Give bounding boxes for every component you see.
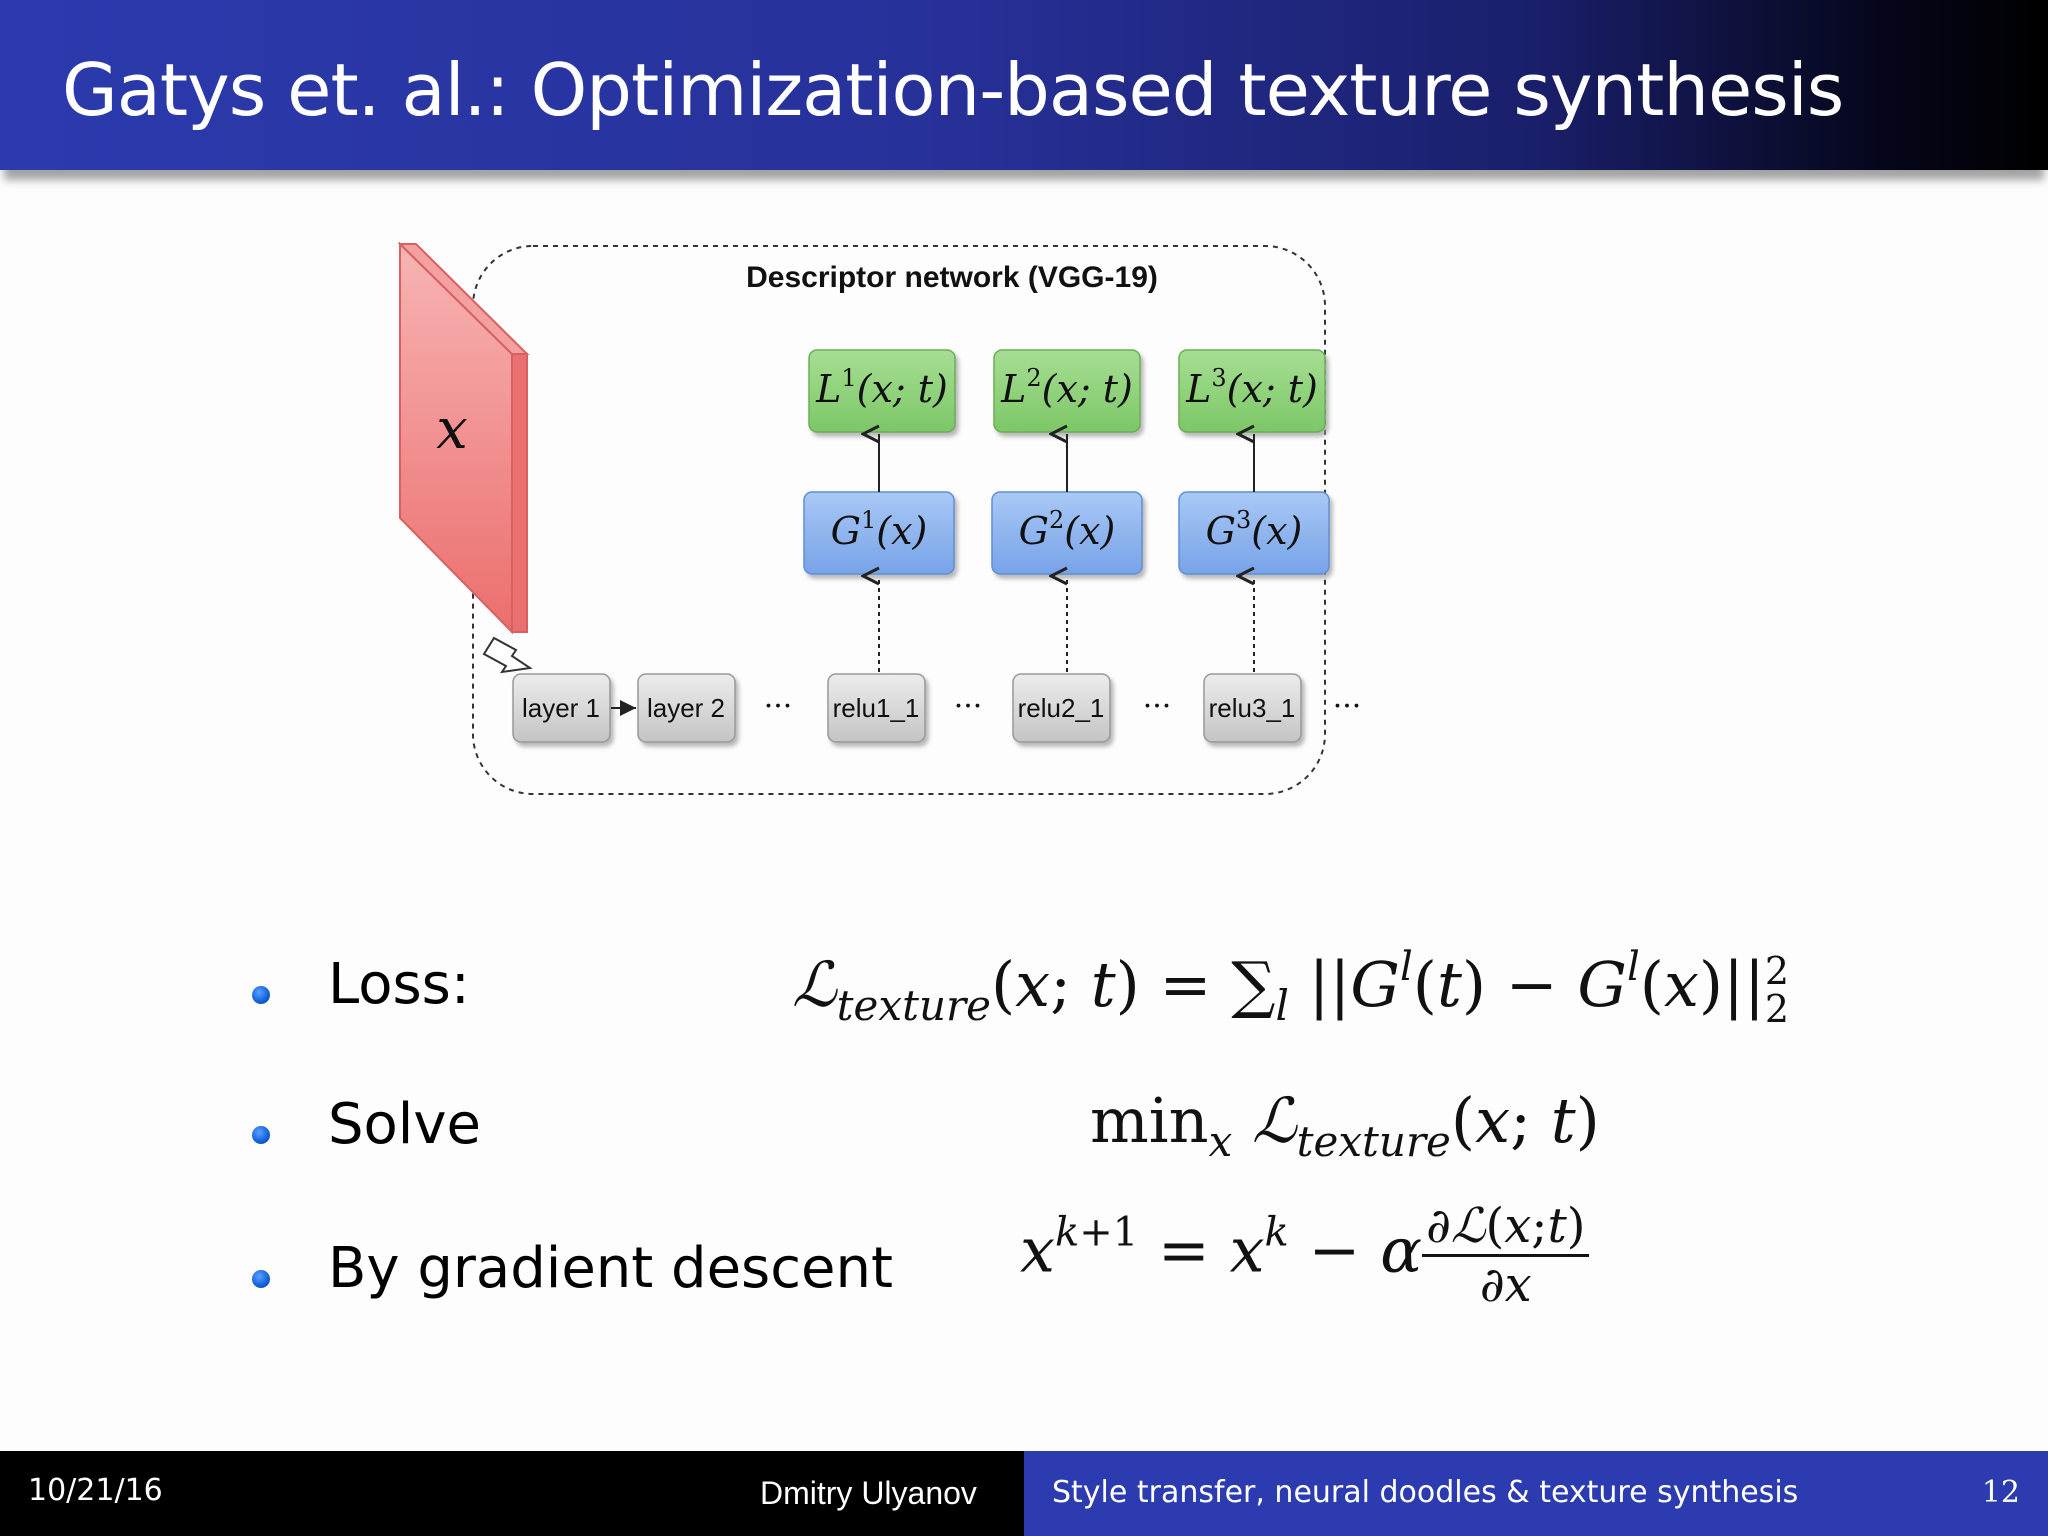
input-image-slab: x xyxy=(397,241,530,635)
footer-author: Dmitry Ulyanov xyxy=(760,1475,977,1511)
relu-box-2-label: relu2_1 xyxy=(1018,693,1105,723)
bullet-dot-icon xyxy=(252,1126,270,1144)
loss-box-3-label: L3(x; t) xyxy=(1185,364,1318,411)
bullet-label-solve: Solve xyxy=(328,1092,481,1157)
gram-box-3-label: G3(x) xyxy=(1206,506,1303,553)
gram-box-1-label: G1(x) xyxy=(831,506,928,553)
gram-box-2-label: G2(x) xyxy=(1019,506,1116,553)
relu-box-3 xyxy=(1203,673,1302,743)
bullet-dot-icon xyxy=(252,986,270,1004)
ellipsis-4: ··· xyxy=(1333,689,1362,724)
bullet-loss: Loss: ℒtexture(x; t) = ∑l ||Gl(t) − Gl(x… xyxy=(0,900,2048,1030)
page-number: 12 xyxy=(1981,1475,2020,1510)
footer-subtitle: Style transfer, neural doodles & texture… xyxy=(1052,1475,1799,1510)
input-label: x xyxy=(436,397,468,462)
layer-box-2 xyxy=(637,673,736,743)
loss-box-1-label: L1(x; t) xyxy=(815,364,948,411)
ellipsis-1: ··· xyxy=(764,689,793,724)
bullet-gradient: By gradient descent xk+1 = xk − α∂ℒ(x;t)… xyxy=(0,1184,2048,1309)
layer-box-1 xyxy=(512,673,611,743)
relu-box-1 xyxy=(827,673,926,743)
relu-box-2 xyxy=(1012,673,1111,743)
relu-box-1-label: relu1_1 xyxy=(833,693,920,723)
layer-box-2-label: layer 2 xyxy=(647,693,725,723)
bullet-dot-icon xyxy=(252,1270,270,1288)
loss-box-1 xyxy=(808,349,956,433)
gradient-formula: xk+1 = xk − α∂ℒ(x;t)∂x xyxy=(1020,1202,1590,1309)
input-arrow-icon xyxy=(482,636,533,674)
layer-box-1-label: layer 1 xyxy=(522,693,600,723)
footer-right-panel: Style transfer, neural doodles & texture… xyxy=(1024,1451,2048,1536)
footer-date: 10/21/16 xyxy=(28,1473,163,1508)
relu-box-3-label: relu3_1 xyxy=(1209,693,1296,723)
bullet-solve: Solve minx ℒtexture(x; t) xyxy=(0,1040,2048,1166)
footer-bar: 10/21/16 Dmitry Ulyanov Style transfer, … xyxy=(0,1451,2048,1536)
ellipsis-2: ··· xyxy=(954,689,983,724)
bullet-label-loss: Loss: xyxy=(328,952,470,1017)
slide-title: Gatys et. al.: Optimization-based textur… xyxy=(62,48,1844,132)
descriptor-network-diagram: Descriptor network (VGG-19) x L1(x; t) L… xyxy=(397,241,1362,795)
ellipsis-3: ··· xyxy=(1143,689,1172,724)
solve-formula: minx ℒtexture(x; t) xyxy=(1090,1084,1600,1166)
bullet-label-gradient: By gradient descent xyxy=(328,1236,893,1301)
title-bar: Gatys et. al.: Optimization-based textur… xyxy=(0,0,2048,170)
loss-box-2-label: L2(x; t) xyxy=(1000,364,1133,411)
network-label: Descriptor network (VGG-19) xyxy=(746,261,1158,294)
